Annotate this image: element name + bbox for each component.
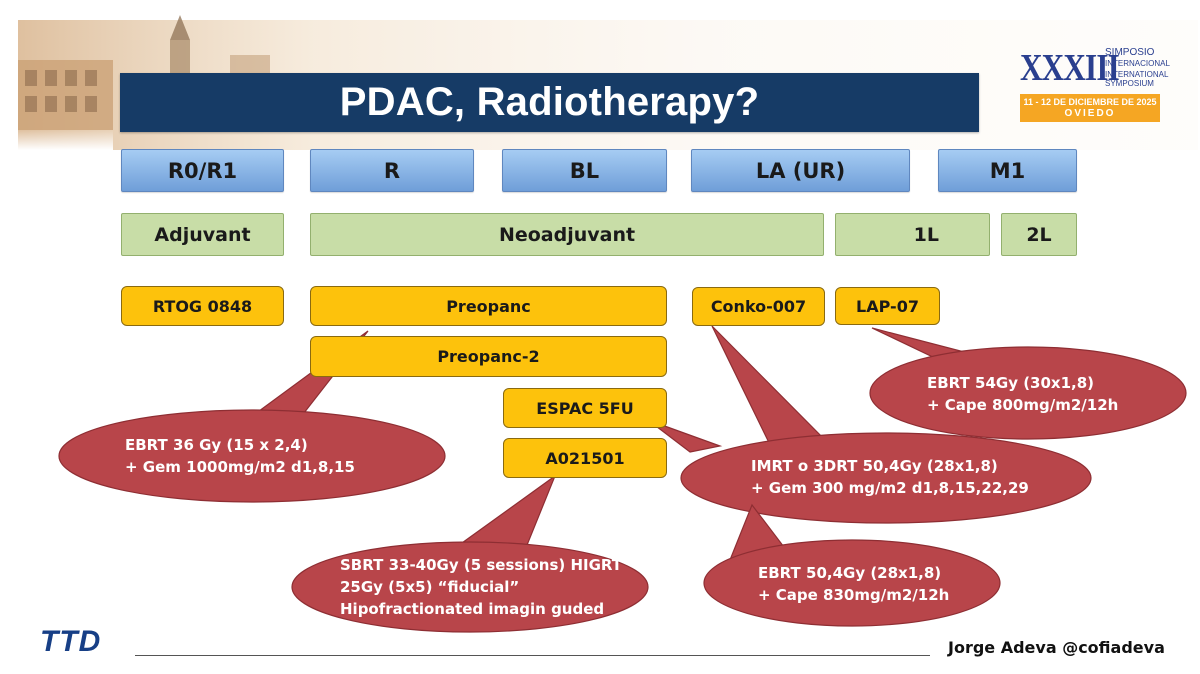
callout-pointer-3b bbox=[647, 419, 723, 453]
stage-la-ur: LA (UR) bbox=[691, 149, 910, 192]
callout-3-text: IMRT o 3DRT 50,4Gy (28x1,8) + Gem 300 mg… bbox=[751, 455, 1029, 499]
page-title: PDAC, Radiotherapy? bbox=[120, 73, 979, 132]
logo-dates-box: 11 - 12 DE DICIEMBRE DE 2025 OVIEDO bbox=[1020, 94, 1160, 122]
trial-preopanc-2: Preopanc-2 bbox=[310, 336, 667, 377]
setting-neoadjuvant: Neoadjuvant bbox=[310, 213, 824, 256]
ttd-logo: TTD bbox=[40, 625, 102, 658]
callout-bubble-4 bbox=[703, 539, 1001, 627]
author-credit: Jorge Adeva @cofiadeva bbox=[948, 638, 1165, 657]
setting-2l: 2L bbox=[1001, 213, 1077, 256]
callout-pointer-2 bbox=[453, 474, 557, 551]
stage-r0-r1: R0/R1 bbox=[121, 149, 284, 192]
logo-line-4: SYMPOSIUM bbox=[1105, 79, 1154, 88]
callout-bubble-1 bbox=[58, 409, 446, 503]
trial-conko-007: Conko-007 bbox=[692, 287, 825, 326]
symposium-logo: XXXIII SIMPOSIO INTERNACIONAL INTERNATIO… bbox=[1015, 44, 1170, 124]
logo-line-2: INTERNACIONAL bbox=[1105, 59, 1170, 68]
callout-1-text: EBRT 36 Gy (15 x 2,4) + Gem 1000mg/m2 d1… bbox=[125, 434, 355, 478]
callout-bubble-2 bbox=[291, 541, 649, 633]
callout-4-text: EBRT 50,4Gy (28x1,8) + Cape 830mg/m2/12h bbox=[758, 562, 949, 606]
logo-city: OVIEDO bbox=[1064, 108, 1116, 119]
trial-lap-07: LAP-07 bbox=[835, 287, 940, 325]
logo-dates: 11 - 12 DE DICIEMBRE DE 2025 bbox=[1023, 97, 1157, 107]
trial-a021501: A021501 bbox=[503, 438, 667, 478]
callout-2-line-3: Hipofractionated imagin guded bbox=[340, 600, 605, 618]
footer-divider bbox=[135, 655, 930, 656]
trial-rtog-0848: RTOG 0848 bbox=[121, 286, 284, 326]
callout-2-line-1: SBRT 33-40Gy (5 sessions) HIGRT bbox=[340, 556, 623, 574]
callout-bubble-5 bbox=[869, 346, 1187, 440]
trial-espac-5fu: ESPAC 5FU bbox=[503, 388, 667, 428]
callout-2-line-2: 25Gy (5x5) “fiducial” bbox=[340, 578, 520, 596]
callout-3-line-1: IMRT o 3DRT 50,4Gy (28x1,8) bbox=[751, 457, 998, 475]
callout-5-line-1: EBRT 54Gy (30x1,8) bbox=[927, 374, 1095, 392]
callout-5-text: EBRT 54Gy (30x1,8) + Cape 800mg/m2/12h bbox=[927, 372, 1118, 416]
callout-1-line-2: + Gem 1000mg/m2 d1,8,15 bbox=[125, 458, 355, 476]
callout-4-line-2: + Cape 830mg/m2/12h bbox=[758, 586, 950, 604]
callout-5-line-2: + Cape 800mg/m2/12h bbox=[927, 396, 1119, 414]
stage-bl: BL bbox=[502, 149, 667, 192]
setting-adjuvant: Adjuvant bbox=[121, 213, 284, 256]
stage-r: R bbox=[310, 149, 474, 192]
callout-3-line-2: + Gem 300 mg/m2 d1,8,15,22,29 bbox=[751, 479, 1029, 497]
trial-preopanc: Preopanc bbox=[310, 286, 667, 326]
stage-m1: M1 bbox=[938, 149, 1077, 192]
callout-1-line-1: EBRT 36 Gy (15 x 2,4) bbox=[125, 436, 308, 454]
logo-line-3: INTERNATIONAL bbox=[1105, 70, 1169, 79]
logo-number: XXXIII bbox=[1020, 47, 1120, 89]
logo-line-1: SIMPOSIO bbox=[1105, 47, 1155, 58]
callout-2-text: SBRT 33-40Gy (5 sessions) HIGRT 25Gy (5x… bbox=[340, 554, 622, 620]
setting-1l: 1L bbox=[835, 213, 990, 256]
callout-bubble-3 bbox=[680, 432, 1092, 524]
callout-4-line-1: EBRT 50,4Gy (28x1,8) bbox=[758, 564, 942, 582]
